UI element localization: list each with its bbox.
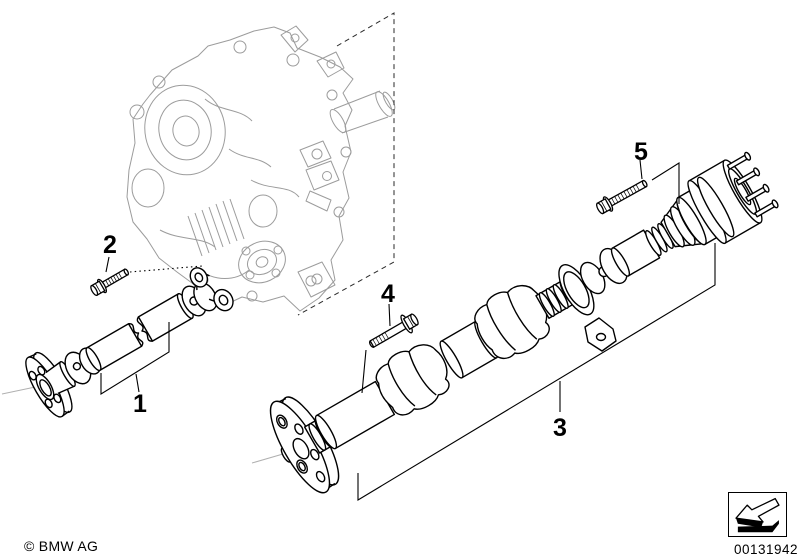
rear-driveshaft (269, 151, 779, 494)
transfer-case-sketch (126, 25, 396, 312)
stem-part-1 (135, 373, 140, 393)
bolt-2 (90, 268, 130, 297)
stem-part-2 (105, 256, 110, 273)
callout-label-5[interactable]: 5 (634, 138, 648, 166)
bolt-4 (368, 313, 419, 349)
callout-label-2[interactable]: 2 (103, 231, 117, 259)
direction-arrow-box (728, 492, 787, 537)
bracket-part-1 (100, 322, 170, 395)
section-plane-dashed-line (297, 12, 395, 316)
copyright-text: © BMW AG (24, 538, 99, 554)
stem-part-4 (388, 303, 391, 327)
direction-arrow-icon (735, 497, 780, 533)
leader-part-4 (361, 349, 367, 394)
callout-label-1[interactable]: 1 (133, 390, 147, 418)
stem-part-5 (639, 159, 643, 180)
callout-label-4[interactable]: 4 (381, 280, 395, 308)
flange-center-bore (292, 437, 310, 460)
bolt-5 (596, 179, 648, 215)
callout-leaders (100, 159, 716, 501)
leader-part-5 (651, 162, 680, 204)
bracket-part-3 (357, 243, 716, 501)
image-number: 00131942 (734, 542, 799, 557)
center-bearing-bracket (584, 317, 617, 352)
callout-label-3[interactable]: 3 (553, 414, 567, 442)
cv-joint-studs (726, 151, 779, 218)
front-driveshaft (25, 267, 234, 418)
